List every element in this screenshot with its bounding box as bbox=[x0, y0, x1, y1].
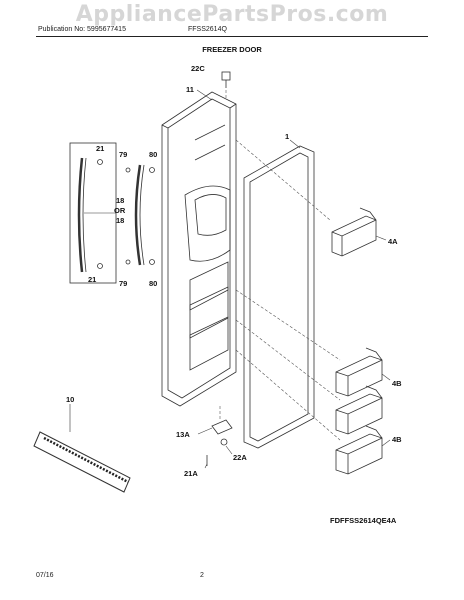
hardware-screws bbox=[97, 71, 233, 466]
watermark: AppliancePartsPros.com bbox=[75, 2, 389, 27]
publication-number: Publication No: 5995677415 bbox=[38, 26, 126, 33]
gasket-roll bbox=[33, 404, 131, 493]
label-1: 1 bbox=[285, 132, 289, 141]
door-bin-4b-middle bbox=[335, 385, 383, 435]
door-gasket bbox=[243, 145, 315, 449]
label-22c: 22C bbox=[191, 64, 205, 73]
door-bin-4a bbox=[331, 207, 377, 257]
label-79-bottom: 79 bbox=[119, 279, 127, 288]
label-4a: 4A bbox=[388, 237, 398, 246]
label-18: 18 bbox=[116, 196, 124, 205]
label-4b-upper: 4B bbox=[392, 379, 402, 388]
label-13a: 13A bbox=[176, 430, 190, 439]
label-21-bottom: 21 bbox=[88, 275, 96, 284]
label-79-top: 79 bbox=[119, 150, 127, 159]
label-21a: 21A bbox=[184, 469, 198, 478]
label-10: 10 bbox=[66, 395, 74, 404]
label-or: OR bbox=[114, 206, 126, 215]
label-21-top: 21 bbox=[96, 144, 104, 153]
model-number: FFSS2614Q bbox=[188, 26, 227, 33]
label-80-top: 80 bbox=[149, 150, 157, 159]
door-bin-4b-upper bbox=[335, 347, 383, 397]
label-11: 11 bbox=[186, 85, 194, 94]
handle-assembly-box bbox=[69, 142, 145, 284]
label-22a: 22A bbox=[233, 453, 247, 462]
page-number: 2 bbox=[200, 572, 204, 579]
footer-date: 07/16 bbox=[36, 572, 54, 579]
label-4b-lower: 4B bbox=[392, 435, 402, 444]
label-80-bottom: 80 bbox=[149, 279, 157, 288]
header-rule bbox=[36, 36, 428, 37]
label-18b: 18 bbox=[116, 216, 124, 225]
door-bin-4b-lower bbox=[335, 425, 383, 475]
door-panel bbox=[161, 91, 237, 407]
diagram-title: FREEZER DOOR bbox=[202, 45, 262, 54]
diagram-reference-code: FDFFSS2614QE4A bbox=[330, 516, 397, 525]
